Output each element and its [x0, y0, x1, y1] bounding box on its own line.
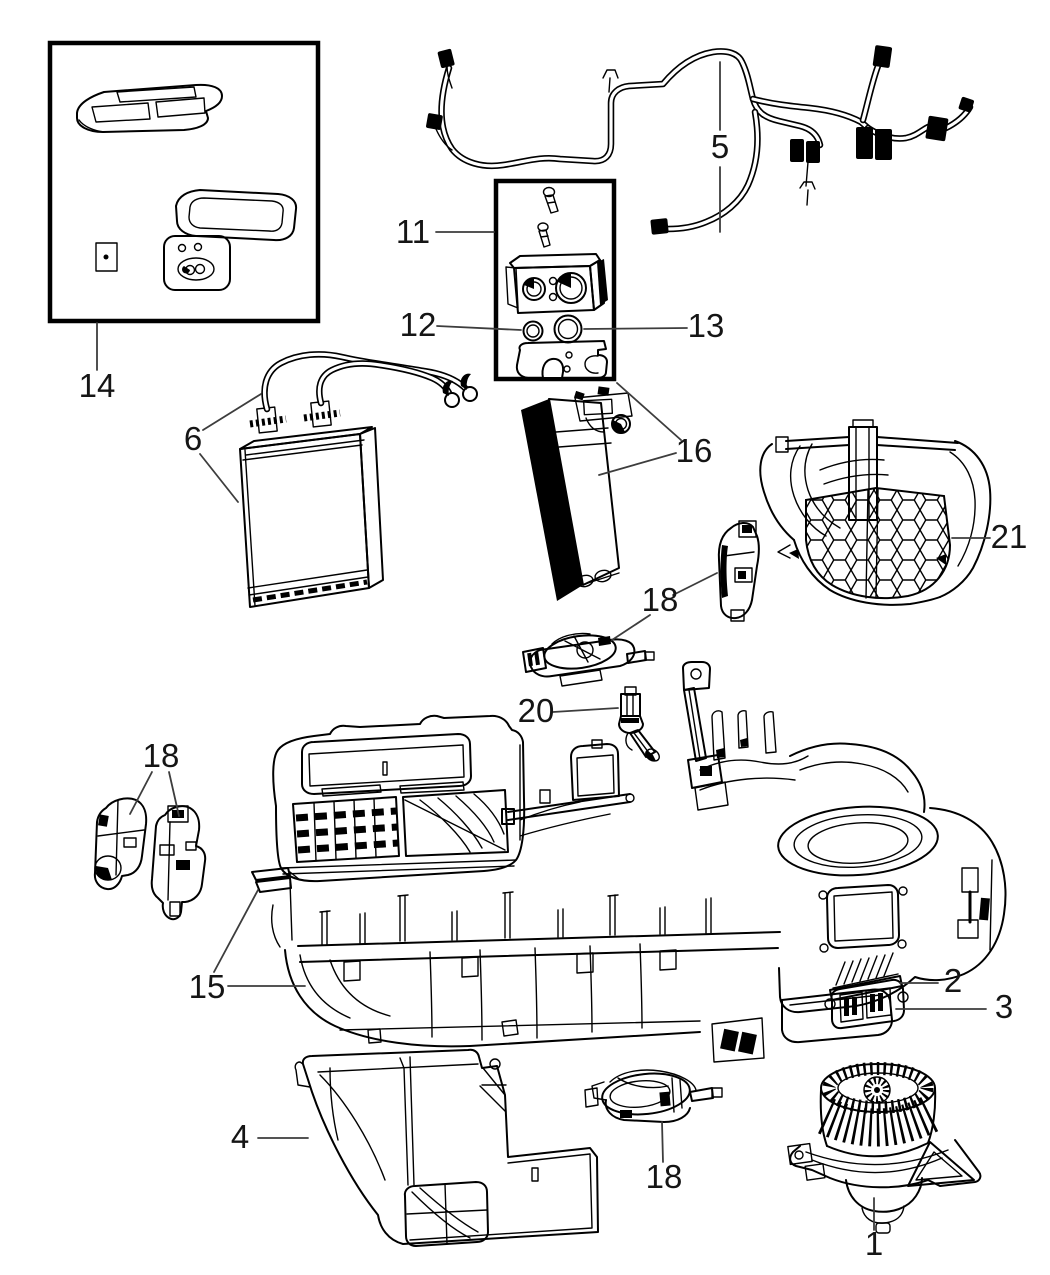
callout-4: 4	[231, 1118, 309, 1155]
air-inlet-housing-drawing	[759, 419, 992, 606]
callout-label-14: 14	[79, 367, 116, 404]
callout-13: 13	[583, 307, 725, 344]
clip-part-drawing	[95, 242, 118, 272]
harness-connector	[650, 218, 669, 235]
lower-housing-drawing	[294, 1048, 599, 1247]
blower-resistor-drawing	[824, 952, 909, 1030]
callout-15: 15	[189, 889, 306, 1005]
recirc-grille-right	[402, 789, 509, 857]
callout-label-5: 5	[711, 128, 729, 165]
callout-14: 14	[79, 322, 116, 404]
harness-connector	[958, 96, 974, 113]
recirc-grille-left	[292, 796, 400, 863]
expansion-valve-box-group	[493, 178, 617, 382]
callout-label-18-right: 18	[642, 581, 679, 618]
callout-label-15: 15	[189, 968, 226, 1005]
callout-label-13: 13	[688, 307, 725, 344]
callout-label-2: 2	[944, 962, 962, 999]
wiring-harness-drawing	[426, 45, 974, 235]
lower-scroll-duct	[284, 943, 701, 1048]
motor-can	[845, 1177, 923, 1234]
harness-connector	[872, 45, 893, 68]
callout-label-20: 20	[518, 692, 555, 729]
plate-part-drawing	[163, 235, 231, 291]
harness-connector	[437, 48, 455, 69]
actuator-upper-right-drawing	[717, 520, 760, 622]
lower-band-and-ribs	[297, 891, 781, 982]
callout-label-12: 12	[400, 306, 437, 343]
legend-box-14-group	[47, 40, 321, 324]
harness-connector-block	[790, 115, 949, 163]
resistor-opening	[818, 884, 908, 953]
callout-1: 1	[865, 1197, 883, 1262]
sensor-probe-drawing	[618, 686, 660, 762]
callout-label-18-left: 18	[143, 737, 180, 774]
bracket-plate-drawing	[515, 340, 608, 381]
harness-clip	[602, 69, 619, 93]
harness-connector	[426, 113, 443, 130]
bolt-drawing	[537, 186, 559, 248]
actuators-left-pair-drawing	[93, 797, 207, 921]
callout-label-18-bottom: 18	[646, 1158, 683, 1195]
callout-label-4: 4	[231, 1118, 249, 1155]
heater-core-drawing	[239, 354, 478, 608]
main-housing-drawing	[251, 661, 1007, 1063]
evaporator-fitting-drawing	[573, 386, 633, 434]
callout-6: 6	[184, 393, 262, 503]
callout-label-16: 16	[676, 432, 713, 469]
heater-tubes-drawing	[265, 354, 478, 409]
honeycomb-lattice	[805, 486, 952, 600]
motor-mounting-plate	[787, 1139, 982, 1189]
housing-side-clips	[957, 859, 993, 951]
callouts: 14 5 11 12 13 16 6 21	[79, 61, 1028, 1262]
callout-label-1: 1	[865, 1225, 883, 1262]
callout-11: 11	[396, 213, 495, 250]
callout-5: 5	[711, 61, 729, 233]
door-panel	[570, 739, 620, 801]
blower-motor-drawing	[787, 1062, 982, 1234]
callout-20: 20	[518, 692, 619, 729]
callout-21: 21	[951, 518, 1028, 555]
callout-16: 16	[598, 382, 713, 476]
handle-part-drawing	[175, 189, 298, 242]
blower-opening-ring	[777, 805, 939, 877]
legend-box-frame	[47, 40, 321, 324]
callout-18-left: 18	[129, 737, 180, 817]
callout-label-11: 11	[396, 213, 430, 250]
evaporator-drawing	[521, 386, 633, 601]
mounting-flange-left	[251, 867, 301, 893]
actuator-bottom-drawing	[591, 1069, 723, 1123]
tray-part-drawing	[76, 83, 223, 133]
callout-label-6: 6	[184, 420, 202, 457]
lower-duct-opening	[403, 1181, 489, 1247]
actuator-center-drawing	[522, 632, 655, 687]
callout-18-bottom: 18	[646, 1121, 683, 1195]
callout-3: 3	[895, 988, 1013, 1025]
callout-label-3: 3	[995, 988, 1013, 1025]
expansion-valve-drawing	[505, 253, 608, 314]
callout-2: 2	[899, 962, 962, 999]
callout-18-right: 18	[611, 572, 718, 641]
callout-12: 12	[400, 306, 522, 343]
o-ring-small-drawing	[522, 320, 544, 342]
callout-label-21: 21	[991, 518, 1028, 555]
top-bracket-tower	[682, 661, 729, 811]
